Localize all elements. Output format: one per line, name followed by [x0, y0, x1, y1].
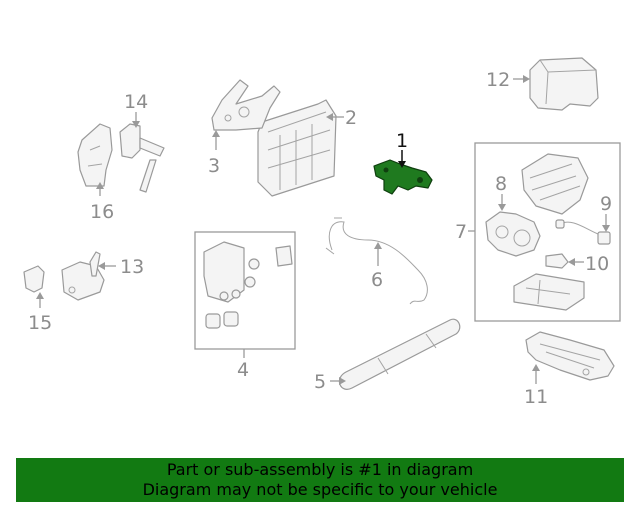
part-15-clip[interactable] — [23, 265, 45, 293]
callout-5-leader — [330, 377, 346, 385]
callout-14: 14 — [124, 91, 148, 113]
callout-1: 1 — [396, 130, 408, 152]
callout-6: 6 — [371, 269, 383, 291]
callout-15-leader — [36, 292, 44, 308]
part-4-valve-block[interactable] — [203, 241, 293, 329]
callout-11: 11 — [524, 386, 548, 408]
callout-10-leader — [568, 258, 584, 266]
group-7-box — [474, 142, 621, 322]
callout-2-leader — [326, 113, 344, 121]
part-9-connector[interactable] — [555, 219, 611, 245]
callout-3: 3 — [208, 155, 220, 177]
part-7-cover[interactable] — [521, 153, 589, 215]
callout-12: 12 — [486, 69, 510, 91]
group-4-box — [194, 231, 296, 350]
callout-2: 2 — [345, 107, 357, 129]
callout-16: 16 — [90, 201, 114, 223]
callout-10: 10 — [585, 253, 609, 275]
callout-9: 9 — [600, 193, 612, 215]
part-11-bracket[interactable] — [525, 331, 615, 381]
banner-line-1: Part or sub-assembly is #1 in diagram — [166, 460, 474, 479]
callout-14-leader — [132, 112, 140, 128]
callout-13: 13 — [120, 256, 144, 278]
callout-4: 4 — [237, 359, 249, 381]
callout-13-leader — [98, 262, 116, 270]
banner-line-2: Diagram may not be specific to your vehi… — [142, 480, 498, 499]
callout-7: 7 — [455, 221, 467, 243]
callout-6-leader — [374, 242, 382, 266]
callout-8: 8 — [495, 173, 507, 195]
part-3-bracket[interactable] — [211, 79, 281, 131]
callout-9-leader — [602, 214, 610, 232]
callout-16-leader — [96, 182, 104, 196]
part-13-link[interactable] — [61, 251, 105, 301]
part-12-cover[interactable] — [529, 57, 599, 111]
callout-15: 15 — [28, 312, 52, 334]
part-2-control-module[interactable] — [257, 99, 337, 197]
part-16-bracket[interactable] — [77, 123, 113, 187]
part-8-compressor[interactable] — [485, 211, 541, 257]
notice-banner: Part or sub-assembly is #1 in diagram Di… — [16, 458, 624, 502]
callout-8-leader — [498, 194, 506, 211]
callout-11-leader — [532, 364, 540, 384]
callout-3-leader — [212, 130, 220, 150]
part-6-harness[interactable] — [325, 217, 428, 305]
part-14-height-sensor[interactable] — [119, 123, 165, 193]
callout-1-leader — [398, 150, 406, 168]
callout-12-leader — [513, 75, 530, 83]
part-10-fitting[interactable] — [545, 253, 569, 269]
part-5-reservoir[interactable] — [338, 318, 461, 390]
callout-5: 5 — [314, 371, 326, 393]
part-1-highlighted-sensor[interactable] — [373, 159, 433, 195]
part-7-mount-tray[interactable] — [513, 273, 585, 311]
